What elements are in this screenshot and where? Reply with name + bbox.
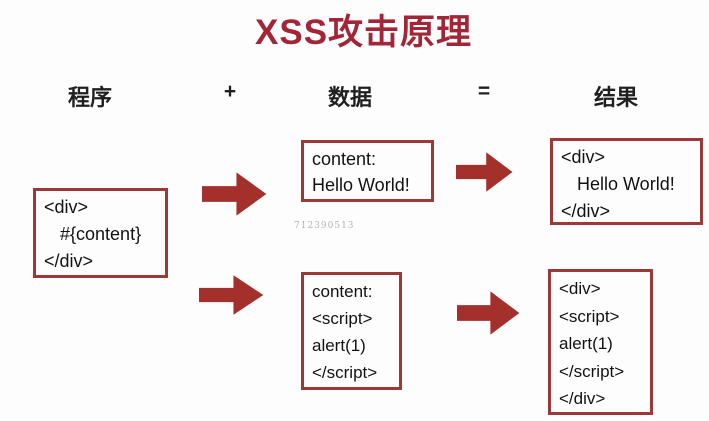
code-line: <script> — [312, 309, 373, 328]
code-line: </script> — [312, 363, 378, 382]
code-line: <div> — [561, 147, 606, 167]
code-line: content: — [312, 282, 373, 301]
code-line: #{content} — [60, 224, 142, 244]
code-line: Hello World! — [577, 174, 675, 194]
right-arrow-icon — [202, 171, 267, 217]
diagram-title: XSS攻击原理 — [255, 13, 473, 52]
code-line: <div> — [559, 279, 601, 298]
right-arrow-icon — [456, 151, 513, 193]
code-line: </div> — [561, 201, 611, 221]
equals-operator: = — [477, 80, 491, 103]
data-benign-box: content: Hello World! — [301, 140, 434, 202]
code-line: <script> — [559, 306, 620, 326]
code-line: alert(1) — [559, 334, 613, 353]
code-line: alert(1) — [312, 336, 366, 355]
result-benign-box: <div> Hello World! </div> — [550, 138, 703, 225]
plus-operator: + — [223, 80, 237, 103]
program-code-box: <div> #{content} </div> — [33, 188, 168, 278]
result-malicious-box: <div> <script> alert(1) </script> </div> — [548, 269, 653, 415]
watermark-text: 712390513 — [294, 221, 355, 231]
column-header-program: 程序 — [67, 85, 113, 110]
column-header-data: 数据 — [327, 85, 373, 110]
code-line: <div> — [44, 197, 89, 217]
code-line: content: — [312, 149, 377, 169]
right-arrow-icon — [457, 290, 520, 336]
right-arrow-icon — [199, 274, 264, 316]
code-line: Hello World! — [312, 175, 410, 195]
column-header-result: 结果 — [593, 85, 639, 110]
data-malicious-box: content: <script> alert(1) </script> — [301, 272, 402, 390]
code-line: </div> — [559, 389, 606, 408]
code-line: </script> — [559, 361, 625, 381]
code-line: </div> — [44, 251, 94, 271]
